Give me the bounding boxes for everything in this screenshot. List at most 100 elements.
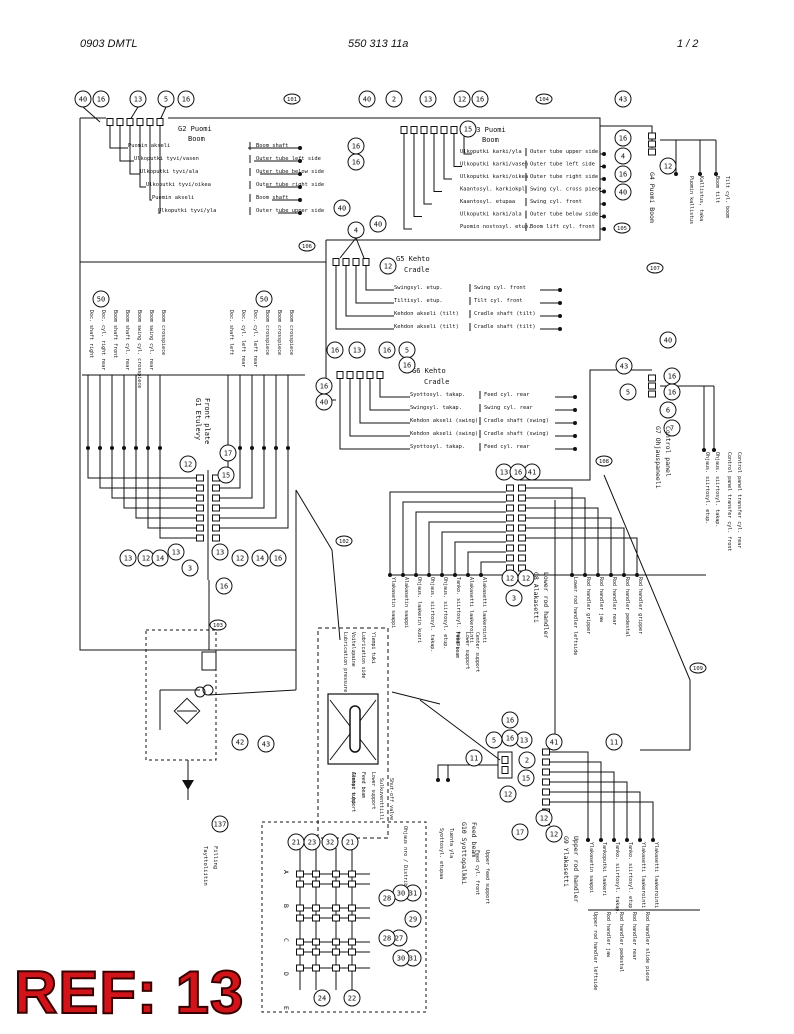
junction-dot: [573, 434, 577, 438]
fitting: [212, 514, 220, 522]
g1-callout-right-circle: [217, 466, 235, 484]
g7-callout-number: 5: [626, 389, 630, 397]
g8-row-bottom: Lower rod handler leftside: [572, 577, 578, 655]
junction-dot: [298, 146, 302, 150]
g10-callout-circle: [518, 751, 536, 769]
g1-row-left: Doc. shaft right: [88, 310, 94, 358]
g3-callout-circle: [459, 120, 477, 138]
g6-callout-circle: [378, 341, 396, 359]
g1-callout-left-number: 12: [142, 555, 150, 563]
g3-callout-number: 15: [464, 126, 472, 134]
fitting: [212, 484, 220, 492]
g7-row-fi: Ohjaus. siirtosyl. etup.: [704, 452, 710, 524]
g3-row-en: Boom lift cyl. front: [530, 224, 595, 230]
g2-branch: [129, 136, 140, 175]
g6-branch: [369, 388, 410, 411]
junction-dot: [558, 327, 562, 331]
g1-branch-left: [159, 448, 196, 539]
fitting: [542, 788, 550, 796]
g4-callout-number: 4: [621, 153, 625, 161]
g2-leader: [129, 106, 139, 121]
distributor-callout-right-circle: [392, 949, 410, 967]
junction-dot: [298, 185, 302, 189]
g5-callout-number: 40: [338, 205, 346, 213]
g1-callout-right-circle: [255, 290, 273, 308]
g5-subtitle: Cradle: [404, 266, 429, 274]
g7-callout-circle: [659, 331, 677, 349]
g3-callout-number: 16: [352, 159, 360, 167]
g9-row-top: Tanko. siirtosyl. etup.: [627, 842, 633, 911]
fitting: [506, 514, 514, 522]
line-tag-101: [283, 93, 301, 105]
junction-dot: [573, 395, 577, 399]
distributor-callout-right-number: 31: [409, 890, 417, 898]
fitting: [332, 914, 340, 922]
fitting: [542, 748, 550, 756]
g3-callout-circle: [453, 90, 471, 108]
junction-dot: [158, 446, 162, 450]
g8-branch-left: [428, 521, 506, 575]
fitting: [648, 382, 656, 390]
g9-callout-number: 41: [550, 739, 558, 747]
g8-row-bottom: Rod handler gripper: [637, 577, 643, 634]
distributor-callout-right-circle: [378, 929, 396, 947]
fitting: [146, 118, 154, 126]
g2-row-en: Outer tube upper side: [256, 208, 324, 214]
g1-row-left: Boom crosspiece: [160, 310, 166, 355]
fitting: [518, 514, 526, 522]
g2-branch: [139, 136, 146, 188]
distributor-callout-bottom-number: 24: [318, 995, 326, 1003]
g4-callout-number: 43: [619, 96, 627, 104]
g5-callout-number: 40: [374, 221, 382, 229]
g1-branch-right: [220, 448, 265, 509]
junction-dot: [712, 448, 716, 452]
junction-dot: [453, 573, 457, 577]
fitting: [356, 371, 364, 379]
fitting: [296, 870, 304, 878]
fitting: [542, 758, 550, 766]
g8-callout-number: 12: [522, 575, 530, 583]
fitting: [648, 140, 656, 148]
fitting: [506, 554, 514, 562]
g2-title: G2 Puomi: [178, 125, 212, 133]
distributor-callout-top-circle: [341, 833, 359, 851]
fitting: [648, 132, 656, 140]
lube-row: Alempi tuki: [350, 772, 356, 804]
distributor-callout-right-number: 29: [409, 916, 417, 924]
fitting: [136, 118, 144, 126]
g6-row-fi: Syottosyl. takap.: [410, 392, 465, 398]
g6-callout-number: 16: [383, 347, 391, 355]
line-tag-105: [613, 222, 631, 234]
g10-row-fi: Tuenta yla: [448, 828, 454, 858]
lube-valve-body: [327, 693, 379, 765]
fitting: [410, 126, 418, 134]
g4-row: Boom tilt: [714, 176, 720, 203]
fitting: [296, 938, 304, 946]
g4-title: G4 Puomi Boom: [648, 172, 656, 223]
distributor-callout-right-circle: [404, 910, 422, 928]
fitting: [196, 474, 204, 482]
junction-dot: [602, 152, 606, 156]
g6-subtitle: Cradle: [424, 378, 449, 386]
g3-branch: [463, 146, 472, 155]
fitting: [348, 948, 356, 956]
g5-row-fi: Swingsyl. etup.: [394, 285, 443, 291]
g3-row-fi: Ulkoputki karki/yla: [460, 149, 522, 155]
fitting: [346, 371, 354, 379]
g5-branch: [335, 276, 394, 330]
g6-branch: [359, 388, 410, 424]
g3-subtitle: Boom: [482, 136, 499, 144]
fitting: [342, 258, 350, 266]
g3-row-en: Outer tube right side: [530, 174, 598, 180]
g1-callout-left-circle: [181, 559, 199, 577]
g3-row-fi: Ulkoputki karki/oikea: [460, 174, 528, 180]
g5-callout-circle: [347, 221, 365, 239]
fitting: [196, 534, 204, 542]
junction-dot: [388, 573, 392, 577]
junction-dot: [86, 446, 90, 450]
junction-dot: [602, 227, 606, 231]
g5-callout-circle: [333, 199, 351, 217]
g6-callout-circle: [398, 356, 416, 374]
junction-dot: [110, 446, 114, 450]
junction-dot: [250, 446, 254, 450]
